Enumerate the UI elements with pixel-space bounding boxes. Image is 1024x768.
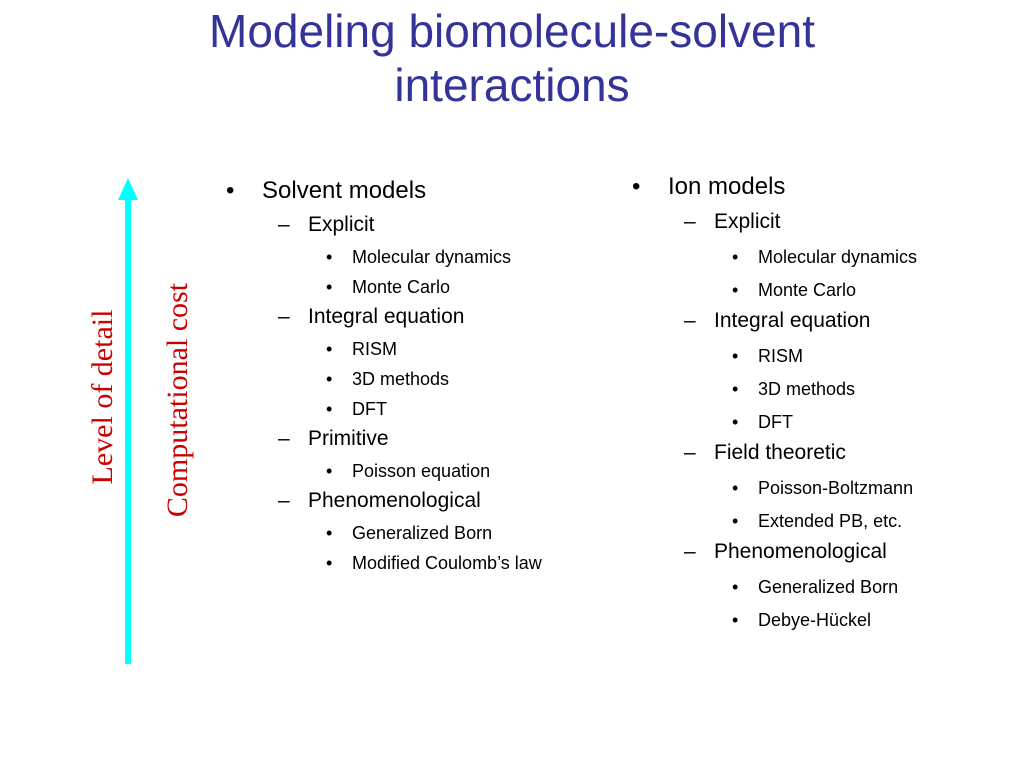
list-item: •DFT: [732, 412, 793, 432]
up-arrow-icon: [118, 178, 138, 664]
list-item: •Molecular dynamics: [732, 247, 918, 267]
list-item: •Monte Carlo: [732, 280, 857, 300]
list-item: –Phenomenological: [278, 489, 481, 512]
list-item: •Ion models: [632, 173, 786, 200]
slide-title: Modeling biomolecule-solvent interaction…: [0, 4, 1024, 112]
list-item: •RISM: [732, 346, 803, 366]
list-item: •Generalized Born: [326, 523, 493, 543]
computational-cost-label: Computational cost: [161, 282, 194, 518]
list-item: •Solvent models: [226, 177, 427, 204]
list-item: –Primitive: [278, 427, 389, 450]
slide-title-line1: Modeling biomolecule-solvent: [209, 5, 815, 57]
list-item: •Modified Coulomb’s law: [326, 553, 542, 573]
list-item: •DFT: [326, 399, 387, 419]
slide-title-line2: interactions: [394, 59, 630, 111]
list-item: •Monte Carlo: [326, 277, 451, 297]
list-item: •Generalized Born: [732, 577, 899, 597]
list-item: •Poisson equation: [326, 461, 491, 481]
list-item: •Poisson-Boltzmann: [732, 478, 914, 498]
list-item: –Integral equation: [684, 309, 871, 332]
list-item: •3D methods: [326, 369, 450, 389]
list-item: –Explicit: [278, 213, 375, 236]
list-item: •RISM: [326, 339, 397, 359]
list-item: •Extended PB, etc.: [732, 511, 903, 531]
ion-models-list: •Ion models –Explicit •Molecular dynamic…: [632, 172, 1012, 631]
list-item: –Integral equation: [278, 305, 465, 328]
list-item: •3D methods: [732, 379, 856, 399]
list-item: –Phenomenological: [684, 540, 887, 563]
level-of-detail-label: Level of detail: [86, 309, 119, 485]
list-item: –Field theoretic: [684, 441, 846, 464]
list-item: –Explicit: [684, 210, 781, 233]
solvent-models-list: •Solvent models –Explicit •Molecular dyn…: [226, 176, 626, 574]
list-item: •Molecular dynamics: [326, 247, 512, 267]
list-item: •Debye-Hückel: [732, 610, 872, 630]
